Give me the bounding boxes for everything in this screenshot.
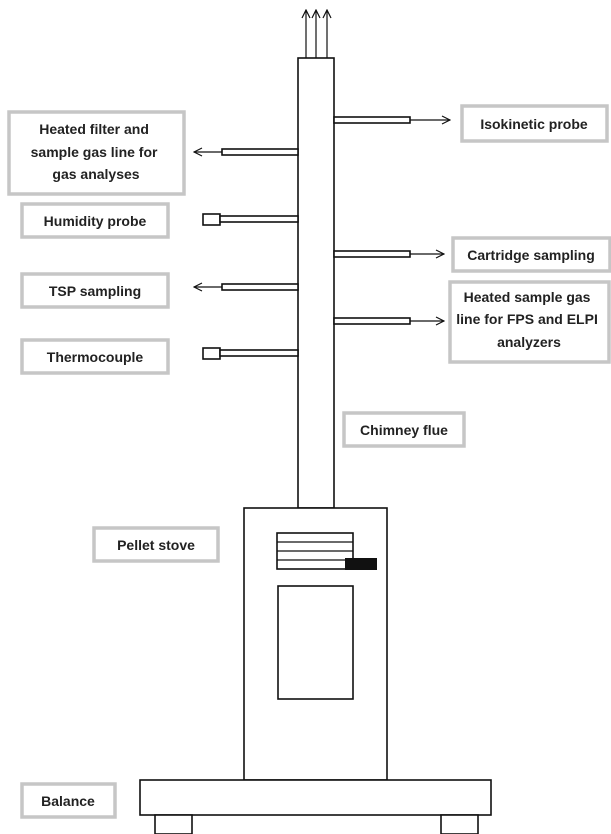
label-heated-filter: Heated filter and sample gas line for ga… xyxy=(7,110,186,196)
svg-text:Humidity probe: Humidity probe xyxy=(44,213,147,229)
isokinetic-probe-line xyxy=(333,117,450,123)
stove-door xyxy=(277,585,354,700)
label-humidity-probe: Humidity probe xyxy=(20,202,170,239)
label-pellet-stove: Pellet stove xyxy=(92,526,220,563)
stove-vent-grille xyxy=(276,532,354,570)
label-balance: Balance xyxy=(20,782,117,819)
svg-text:Pellet stove: Pellet stove xyxy=(117,537,195,553)
humidity-probe xyxy=(202,213,299,226)
chimney-flue xyxy=(297,57,335,509)
label-chimney-flue: Chimney flue xyxy=(342,411,466,448)
heated-sample-gas-line xyxy=(333,318,444,324)
cartridge-sampling-line xyxy=(333,251,444,257)
balance-platform xyxy=(139,779,492,816)
svg-text:Thermocouple: Thermocouple xyxy=(47,349,144,365)
label-heated-sample-gas: Heated sample gas line for FPS and ELPI … xyxy=(448,280,611,364)
svg-text:Balance: Balance xyxy=(41,793,95,809)
balance-foot-left xyxy=(154,814,193,834)
label-tsp-sampling: TSP sampling xyxy=(20,272,170,309)
label-isokinetic-probe: Isokinetic probe xyxy=(460,104,609,143)
balance-foot-right xyxy=(440,814,479,834)
label-cartridge-sampling: Cartridge sampling xyxy=(451,236,611,273)
stove-control-handle xyxy=(345,558,377,570)
svg-text:Cartridge sampling: Cartridge sampling xyxy=(467,247,595,263)
svg-text:TSP sampling: TSP sampling xyxy=(49,283,141,299)
svg-text:Heated sample gas line f: Heated sample gas line for FPS and ELPI … xyxy=(456,289,601,350)
heated-filter-line xyxy=(194,149,299,155)
svg-text:Heated filter and sample: Heated filter and sample gas line for ga… xyxy=(31,121,162,182)
exhaust-arrows xyxy=(306,10,327,58)
label-thermocouple: Thermocouple xyxy=(20,338,170,375)
svg-text:Chimney flue: Chimney flue xyxy=(360,422,448,438)
thermocouple-probe xyxy=(202,347,299,360)
tsp-sampling-line xyxy=(194,284,299,290)
svg-text:Isokinetic probe: Isokinetic probe xyxy=(480,116,588,132)
